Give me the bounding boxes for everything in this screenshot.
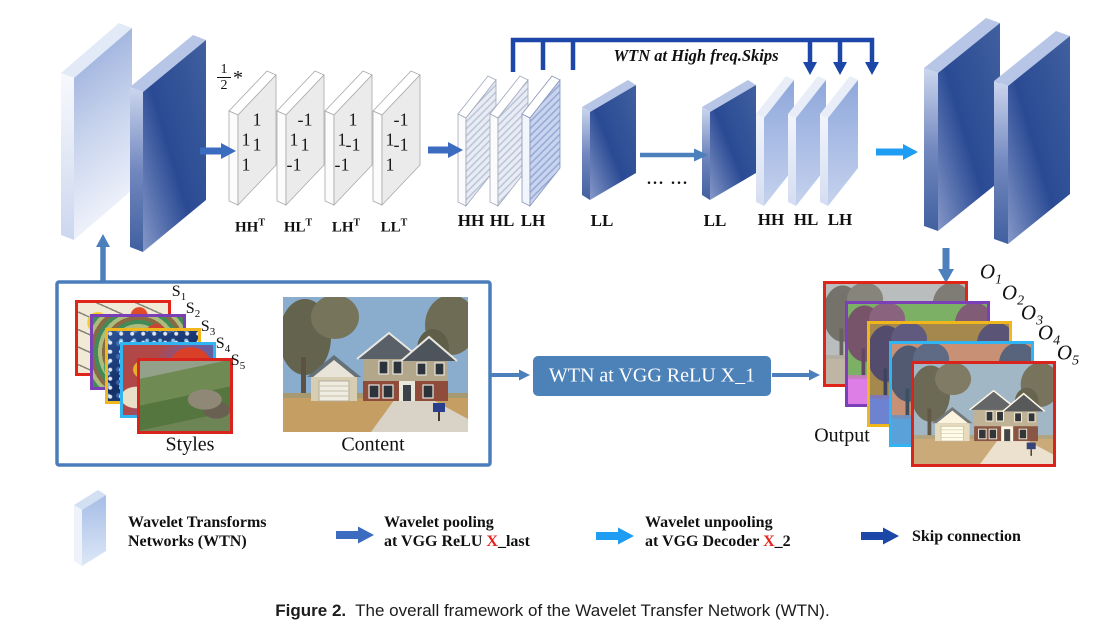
ll-feature-slab-2 bbox=[702, 80, 756, 200]
content-image-scene bbox=[283, 297, 468, 432]
skip-connection-bracket bbox=[510, 37, 879, 75]
arrow-ll-to-ll bbox=[640, 148, 708, 162]
legend-skip-arrow bbox=[861, 527, 899, 545]
arrow-encoder-to-filters bbox=[200, 143, 236, 159]
ll-feature-slab-1 bbox=[582, 80, 636, 200]
decoder-band-plate-0 bbox=[756, 76, 794, 206]
legend-unpooling-arrow bbox=[596, 527, 634, 545]
haar-filter-plate-0 bbox=[228, 70, 277, 207]
arrow-decoder-to-output bbox=[938, 248, 954, 283]
arrow-inputs-to-encoder bbox=[96, 234, 110, 283]
arrow-transfer-to-output bbox=[772, 369, 820, 381]
encoder-band-plate-2 bbox=[521, 75, 561, 208]
encoder-slab-dark bbox=[130, 35, 206, 252]
style-image-s5 bbox=[137, 358, 233, 434]
haar-filter-plate-2 bbox=[324, 70, 373, 207]
decoder-band-plate-1 bbox=[788, 76, 826, 206]
encoder-band-plate-0 bbox=[457, 75, 497, 208]
decoder-band-plate-2 bbox=[820, 76, 858, 206]
transfer-box bbox=[533, 356, 771, 396]
content-image bbox=[283, 297, 468, 432]
encoder-band-plate-1 bbox=[489, 75, 529, 208]
output-image-o5 bbox=[911, 361, 1056, 467]
arrow-inputs-to-transfer bbox=[491, 369, 530, 381]
arrow-unpool-to-decoder bbox=[876, 144, 918, 160]
legend-pooling-arrow bbox=[336, 526, 374, 544]
arrow-filters-to-bands bbox=[428, 142, 463, 158]
decoder-slab-2 bbox=[994, 31, 1070, 244]
decoder-slab-1 bbox=[924, 18, 1000, 231]
encoder-slab-light bbox=[61, 23, 132, 240]
haar-filter-plate-3 bbox=[372, 70, 421, 207]
haar-filter-plate-1 bbox=[276, 70, 325, 207]
inputs-panel-box bbox=[55, 280, 492, 467]
legend-wtn-slab-icon bbox=[74, 490, 106, 566]
output-image-o5-scene bbox=[914, 364, 1053, 464]
